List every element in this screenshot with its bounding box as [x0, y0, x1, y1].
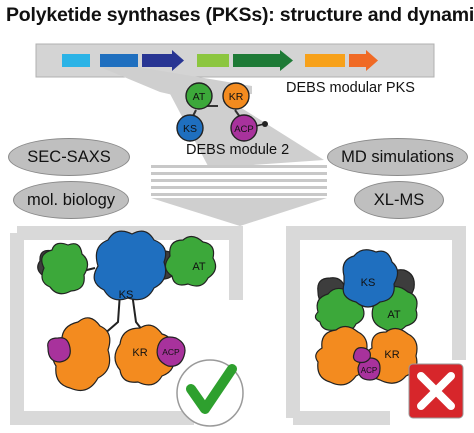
right-kr-label: KR — [384, 349, 399, 361]
left-ks-label: KS — [119, 289, 134, 301]
gene-arrow-5 — [233, 50, 293, 71]
module-at-label: AT — [193, 91, 206, 103]
debs-module-label: DEBS module 2 — [186, 142, 290, 158]
right-at-label: AT — [387, 309, 401, 321]
model-panel-right: KS AT KR ACP — [286, 226, 466, 425]
module-acp-domain — [230, 114, 258, 142]
left-acp-label: ACP — [162, 347, 180, 357]
method-xl-ms: XL-MS — [354, 181, 444, 219]
module-kr-domain — [222, 82, 250, 110]
module-acp-label: ACP — [234, 124, 254, 135]
module-ks-domain — [176, 114, 204, 142]
gene-arrow-3 — [142, 50, 184, 71]
left-at-label: AT — [192, 261, 206, 273]
left-ks-domain — [93, 230, 167, 301]
left-acp-domain-1 — [47, 337, 71, 363]
right-ks-domain — [342, 249, 399, 308]
method-sec-saxs: SEC-SAXS — [8, 138, 130, 176]
model-panel-left: KS AT KR ACP — [10, 226, 243, 425]
funnel-point — [151, 198, 327, 226]
gene-arrow-6 — [305, 54, 345, 67]
debs-module-diagram: AT KR KS ACP — [176, 82, 268, 142]
gene-arrow-2 — [100, 54, 138, 67]
method-mol-biology: mol. biology — [13, 181, 129, 219]
gene-arrow-7 — [349, 50, 378, 71]
module-ks-label: KS — [183, 123, 197, 135]
left-kr-domain-1 — [52, 317, 111, 391]
right-acp-label: ACP — [361, 366, 377, 375]
right-acp-domain-2 — [352, 347, 371, 364]
right-ks-label: KS — [361, 277, 376, 289]
cross-icon — [417, 372, 455, 410]
checkmark-icon — [186, 364, 237, 414]
module-at-domain — [185, 82, 213, 110]
phosphopantetheine-arm — [262, 121, 268, 127]
gene-arrow-1 — [62, 54, 90, 67]
left-kr-domain-2 — [114, 324, 175, 386]
left-at-domain-2 — [164, 235, 217, 287]
cross-badge — [408, 363, 464, 419]
left-kr-label: KR — [132, 347, 147, 359]
data-stack — [151, 165, 327, 196]
debs-pks-label: DEBS modular PKS — [286, 80, 415, 96]
left-at-domain-1 — [41, 242, 89, 295]
gene-arrow-4 — [197, 54, 229, 67]
left-acp-domain-2 — [156, 336, 186, 367]
method-md-simulations: MD simulations — [327, 138, 468, 176]
figure-title: Polyketide synthases (PKSs): structure a… — [6, 4, 474, 26]
module-kr-label: KR — [229, 91, 244, 103]
check-badge — [176, 359, 244, 427]
zoom-wedge-top — [100, 67, 252, 98]
